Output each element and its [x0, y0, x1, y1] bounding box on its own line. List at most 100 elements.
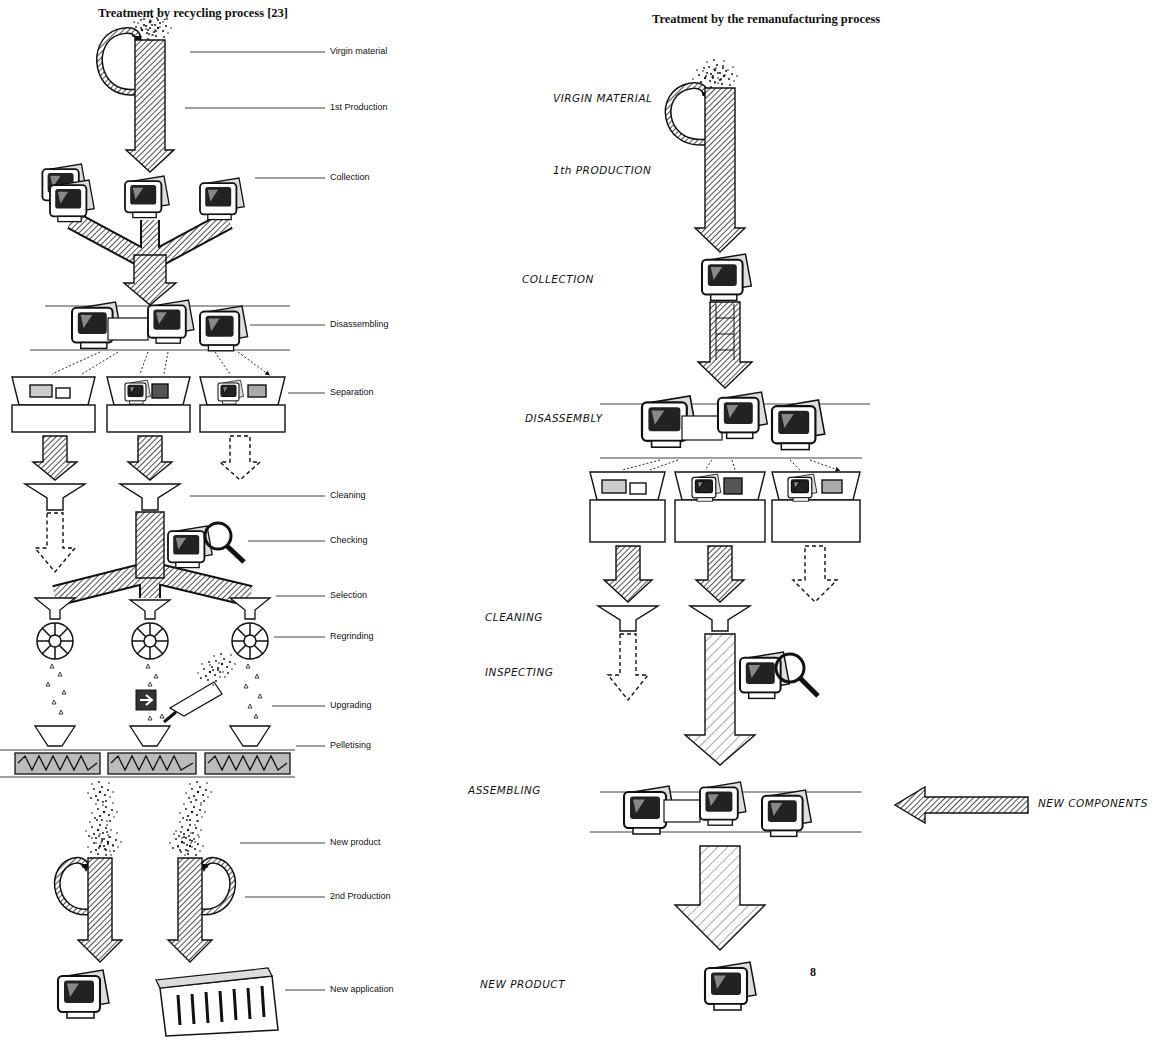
- collected-monitor: [702, 254, 751, 300]
- pelletising-extruders: [15, 753, 100, 774]
- step-label: Virgin material: [330, 46, 387, 57]
- step-label: Regrinding: [330, 631, 374, 642]
- step-label: Separation: [330, 387, 374, 398]
- leader-lines: [185, 108, 325, 109]
- separation-trays: [218, 380, 244, 404]
- step-label: Upgrading: [330, 700, 372, 711]
- grinder-symbol: [37, 623, 73, 659]
- production-arrow: [57, 860, 88, 912]
- flow-arrows: [604, 546, 652, 602]
- regrind-flakes: [59, 710, 63, 714]
- regrind-flakes: [160, 714, 164, 718]
- flow-arrows: [128, 436, 172, 480]
- production-arrow: [57, 858, 232, 962]
- separation-trays: [12, 405, 95, 432]
- separation-trays: [602, 480, 626, 493]
- step-label: NEW COMPONENTS: [1038, 797, 1148, 810]
- collected-monitor: [702, 254, 751, 300]
- page-number: 8: [810, 965, 816, 979]
- step-label: 1th PRODUCTION: [553, 164, 651, 177]
- flow-arrow: [675, 846, 765, 950]
- regrind-flakes: [62, 690, 66, 694]
- regrind-flakes: [46, 682, 50, 686]
- selection-funnels: [35, 598, 75, 619]
- checking-and-selection: [136, 512, 164, 578]
- production-arrow: [202, 860, 233, 912]
- separation-trays: [107, 405, 190, 432]
- flow-arrows: [696, 546, 744, 602]
- new-components-arrow: [895, 787, 1028, 823]
- grinder-symbol: [37, 623, 73, 659]
- pellets: [177, 835, 204, 860]
- separation-trays: [590, 472, 665, 500]
- separation-trays: [724, 478, 742, 494]
- pelletising-extruders: [0, 750, 295, 751]
- leader-lines: [296, 746, 325, 747]
- step-label: ASSEMBLING: [468, 784, 541, 797]
- pellets: [95, 831, 122, 856]
- separation-trays: [692, 474, 721, 501]
- step-label: Cleaning: [330, 490, 366, 501]
- production-arrow: [99, 30, 138, 92]
- cleaning-funnels: [120, 484, 180, 510]
- regrind-flakes: [154, 674, 158, 678]
- regrind-flakes: [148, 716, 152, 720]
- step-label: Collection: [330, 172, 370, 183]
- new-components-arrow: [895, 787, 1028, 823]
- leader-lines: [285, 990, 325, 991]
- leader-lines: [274, 637, 325, 638]
- regrind-flakes: [244, 684, 248, 688]
- separation-trays: [675, 500, 765, 542]
- step-label: 1st Production: [330, 102, 388, 113]
- upgrading-additive: [164, 712, 176, 722]
- disassembly-illustration: [200, 306, 248, 351]
- step-label: 2nd Production: [330, 891, 391, 902]
- assembly-illustration: [700, 782, 746, 825]
- leader-lines: [248, 541, 325, 542]
- regrind-flakes: [58, 672, 62, 676]
- regrind-flakes: [46, 664, 262, 720]
- production-arrow: [99, 30, 138, 92]
- separation-trays: [152, 384, 168, 398]
- assembly-illustration: [590, 832, 862, 833]
- disassembly-illustration: [772, 400, 825, 450]
- grinder-symbol: [132, 623, 168, 659]
- inspection-flow: [776, 654, 804, 682]
- checking-and-selection: [205, 523, 231, 549]
- regrind-flakes: [146, 664, 150, 668]
- step-label: Checking: [330, 535, 368, 546]
- regrind-flakes: [254, 714, 258, 718]
- grinder-symbol: [232, 623, 268, 659]
- assembly-illustration: [762, 790, 811, 836]
- virgin-material-particles: [702, 59, 729, 84]
- flow-arrows: [33, 436, 77, 480]
- separation-trays: [200, 405, 285, 432]
- merge-arrows: [72, 220, 228, 305]
- new-product-monitor: [705, 962, 756, 1010]
- step-label: NEW PRODUCT: [480, 978, 565, 991]
- leader-lines: [255, 178, 325, 179]
- leader-lines: [245, 897, 325, 898]
- selection-funnels: [130, 600, 170, 619]
- checking-and-selection: [55, 512, 250, 598]
- disassembly-illustration: [52, 352, 268, 374]
- separation-trays: [125, 380, 151, 404]
- step-label: Disassembling: [330, 319, 389, 330]
- flow-arrows: [33, 436, 260, 480]
- pelletising-extruders: [0, 777, 295, 778]
- separation-trays: [590, 472, 860, 542]
- cleaning-funnels: [608, 634, 648, 700]
- pellets: [169, 831, 196, 856]
- regrind-flakes: [52, 700, 56, 704]
- separation-trays: [590, 500, 665, 542]
- flow-arrow: [716, 304, 734, 360]
- cleaning-funnels: [25, 484, 85, 510]
- inspection-flow: [740, 652, 789, 698]
- pellets: [85, 781, 212, 860]
- production-arrow: [126, 40, 174, 172]
- step-label: New product: [330, 837, 381, 848]
- disassembly-illustration: [30, 300, 290, 374]
- disassembly-illustration: [622, 460, 838, 470]
